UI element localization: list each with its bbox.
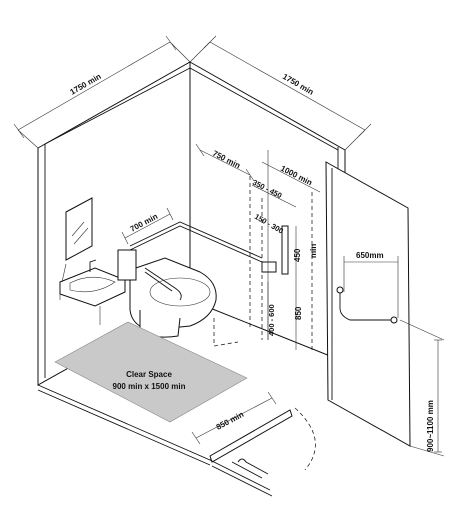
svg-text:650mm: 650mm bbox=[356, 251, 384, 260]
svg-text:450: 450 bbox=[293, 248, 302, 262]
dimension-rail-850: 850 bbox=[294, 272, 303, 350]
toilet bbox=[117, 249, 217, 338]
back-wall-dim-label: 1750 min bbox=[281, 72, 315, 97]
dimension-rail-450: 450 min bbox=[293, 226, 318, 272]
grab-rail-vertical bbox=[281, 225, 289, 275]
dimension-pull-handle-height: 900~1100 mm bbox=[399, 319, 445, 457]
wash-basin bbox=[59, 259, 126, 325]
pull-handle bbox=[336, 286, 398, 324]
dimension-pull-handle: 650mm bbox=[343, 251, 399, 318]
mirror bbox=[65, 197, 93, 261]
clear-space-title: Clear Space bbox=[126, 370, 172, 379]
svg-text:900~1100 mm: 900~1100 mm bbox=[426, 400, 435, 452]
svg-text:850 min: 850 min bbox=[215, 410, 246, 432]
grab-rail-back bbox=[129, 221, 263, 263]
clear-space-area bbox=[54, 321, 248, 423]
grab-rail-drop-down bbox=[144, 267, 182, 301]
door-leaf-panel bbox=[325, 161, 411, 447]
door bbox=[209, 407, 316, 497]
svg-text:400 - 600: 400 - 600 bbox=[267, 304, 276, 336]
svg-text:min: min bbox=[309, 244, 318, 258]
clear-space-size: 900 min x 1500 min bbox=[113, 382, 186, 391]
toilet-paper-holder bbox=[261, 261, 277, 273]
svg-text:850: 850 bbox=[294, 306, 303, 320]
dimension-pan-height: 400 - 600 bbox=[267, 282, 276, 340]
